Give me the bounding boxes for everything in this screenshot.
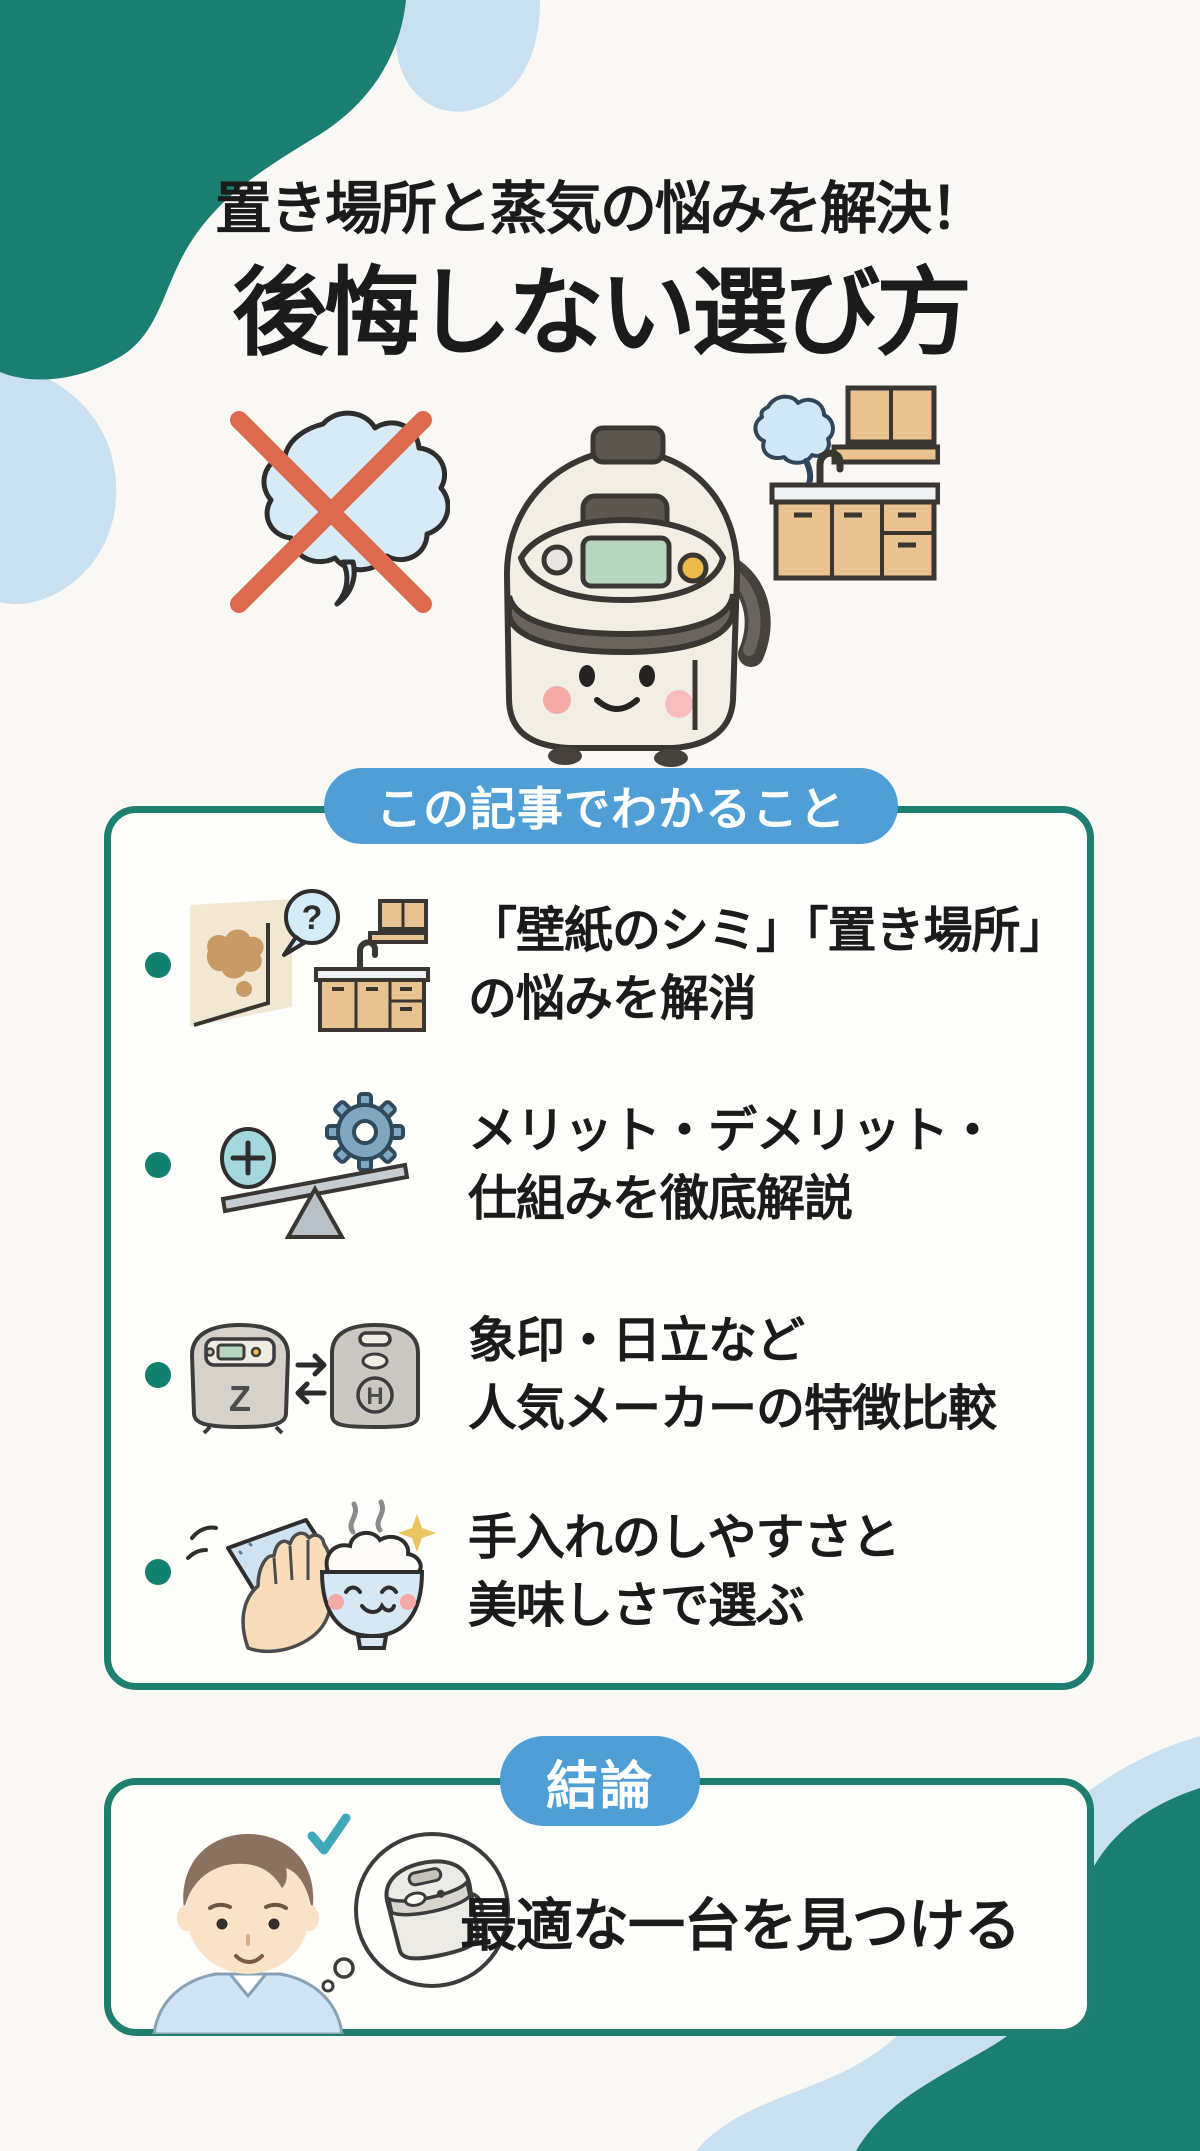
maker-z-letter: Z [229,1378,251,1419]
blue-blob-top [396,0,540,112]
rice-mound [324,1530,423,1574]
cooker-lid-band [506,593,736,656]
article-item-line2: 仕組みを徹底解説 [468,1172,853,1226]
bowl-cheek-left [328,1594,344,1610]
rice-cooker-z-icon: Z [189,1322,291,1435]
bowl-smile-tongue [360,1602,396,1614]
mini-base-dividers [354,980,424,1030]
cooker-cheek-left [543,686,571,714]
cooker-lid-knob [590,425,666,465]
kitchen-counter-illustration [753,385,940,581]
cooker-cheek-right [665,690,693,718]
bullet-dot-icon [145,1559,171,1585]
conclusion-header-label: 結論 [545,1757,654,1816]
kitchen-steam-puff [753,394,835,465]
person-shirt [152,1972,344,2034]
question-bubble [284,889,340,945]
steam-cloud-tail [334,559,357,607]
rice-bowl-icon [319,1499,436,1650]
maker-comparison-icon: Z H [189,1322,420,1435]
wallpaper-stain-kitchen-icon: ? [190,889,430,1032]
cleaning-cloth-hand-icon [186,1518,350,1654]
thought-bubble-trail-small [321,1979,335,1993]
question-bubble-tail [282,935,306,957]
conclusion-text: 最適な一台を見つける [460,1894,1021,1958]
article-item-line2: の悩みを解消 [468,972,757,1026]
mini-rice-cooker-icon [384,1859,484,1961]
bowl-cheek-right [400,1594,416,1610]
crossed-steam-icon [230,410,450,613]
plus-icon-cross [230,1140,266,1176]
seesaw-fulcrum [284,1184,346,1239]
article-item-line1: 「壁紙のシミ」「置き場所」 [468,904,1069,958]
motion-lines [186,1525,218,1560]
cooker-eye-left [579,665,595,687]
rice-steam-lines [348,1499,385,1535]
swap-arrows-icon [295,1353,327,1405]
bullet-dot-icon [145,952,171,978]
conclusion-header-pill: 結論 [500,1736,700,1826]
person-eye-left [216,1918,228,1930]
cooker-panel-screen [580,535,672,589]
bowl-eye-right [380,1585,398,1594]
wall-corner-lines [193,923,270,1027]
wall-stain-big [206,929,264,979]
kitchen-counter-top [769,482,940,505]
gear-icon [325,1092,405,1172]
bullet-dot-icon [145,1362,171,1388]
person-ear-left [177,1905,195,1931]
finger-lines [272,1540,310,1585]
cooker-foot-right [654,749,688,767]
maker-h-letter: H [366,1383,383,1410]
teal-blob-top-left [0,0,406,380]
thought-bubble-trail [333,1957,355,1979]
cross-x-stroke-2 [230,411,432,613]
bowl-eye-left [344,1585,362,1594]
rice-cooker-mascot-illustration [503,425,771,767]
merit-demerit-balance-icon [220,1092,410,1239]
bullet-dot-icon [145,1152,171,1178]
page-title: 後悔しない選び方 [232,260,972,367]
article-item-line1: メリット・デメリット・ [468,1104,997,1158]
kitchen-faucet [816,449,844,489]
cooker-eye-right [639,665,655,687]
person-smile [234,1954,264,1964]
cooker-smile [594,697,640,712]
checkmark-icon [307,1813,351,1855]
person-thinking-illustration [152,1813,510,2034]
article-item-line1: 象印・日立など [468,1314,805,1368]
person-eye-right [268,1918,280,1930]
person-hair [183,1834,314,1912]
person-brows [208,1902,288,1910]
article-item-row: Z H 象印・日立など 人気メーカーの特徴比較 [120,1290,1080,1460]
cooker-foot-left [548,747,582,765]
teal-blob-bottom-right [856,1788,1200,2151]
article-item-line1: 手入れのしやすさと [468,1511,901,1565]
article-item-line2: 人気メーカーの特徴比較 [468,1382,997,1436]
article-item-row: ? 「壁紙のシミ」「置き場所」 の悩みを解消 [120,880,1080,1050]
article-header-label: この記事でわかること [376,783,846,835]
care-taste-icon [186,1499,436,1654]
kitchen-handles [794,512,916,548]
question-glyph: ? [302,899,323,937]
cooker-panel-button-silver [541,544,573,576]
article-item-row: 手入れのしやすさと 美味しさで選ぶ [120,1487,1080,1657]
bowl-foot [355,1634,389,1650]
mini-handles [332,987,412,1011]
kitchen-base-dividers [830,502,934,578]
rice-cooker-h-icon: H [330,1322,420,1430]
cooker-panel-button-yellow [677,552,709,584]
top-left-decoration [0,0,540,605]
page-subtitle: 置き場所と蒸気の悩みを解決！ [215,177,987,241]
wall-stain-small [236,981,252,997]
article-item-row: メリット・デメリット・ 仕組みを徹底解説 [120,1080,1080,1250]
kitchen-hood-shelf [831,444,940,465]
article-header-pill: この記事でわかること [324,768,898,844]
mini-hood-shelf [368,931,428,944]
blue-blob-left [0,360,117,605]
sparkle-icon [398,1514,436,1552]
person-ear-right [301,1905,319,1931]
article-item-line2: 美味しさで選ぶ [468,1579,805,1633]
mini-faucet [357,939,378,970]
